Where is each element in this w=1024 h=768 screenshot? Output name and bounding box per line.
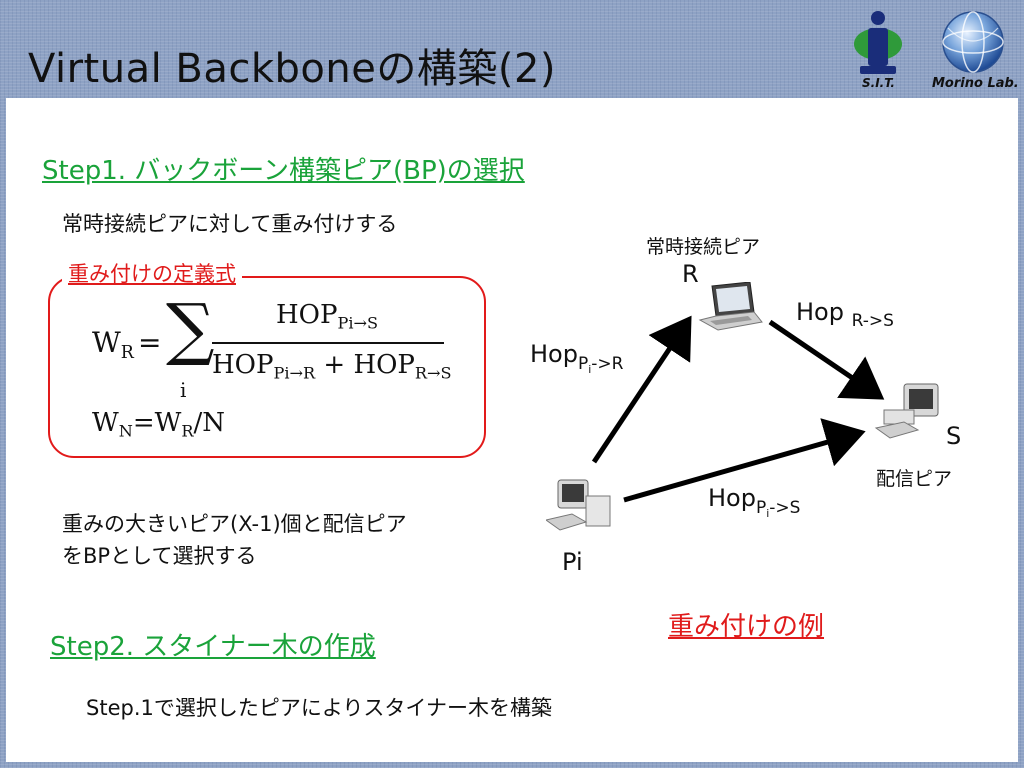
edge-pi-s-label: HopPi->S — [708, 484, 800, 520]
denominator-hop-b: HOP — [353, 350, 415, 380]
numerator-hop: HOP — [276, 300, 338, 330]
sit-logo: S.I.T. — [848, 10, 908, 92]
edge-pi-s-sub-p: P — [755, 498, 767, 518]
wn-eq: =W — [132, 408, 182, 438]
denominator-sub-a: Pi→R — [273, 363, 316, 383]
formula-w: W — [92, 326, 121, 359]
morino-logo-text: Morino Lab. — [932, 76, 1019, 91]
edge-r-s-sub: R->S — [851, 311, 894, 331]
edge-pi-r-label: HopPi->R — [530, 340, 624, 376]
weighting-example-label: 重み付けの例 — [668, 612, 825, 642]
edge-pi-s-sub-tail: ->S — [769, 498, 801, 518]
wn-w: W — [92, 408, 119, 438]
arrow-r-to-s — [768, 319, 885, 400]
step1-heading: Step1. バックボーン構築ピア(BP)の選択 — [42, 156, 525, 186]
edge-pi-r-sub-p: P — [577, 354, 589, 374]
definition-label: 重み付けの定義式 — [62, 258, 242, 288]
select-line-1: 重みの大きいピア(X-1)個と配信ピア — [62, 512, 407, 536]
edge-r-s-label: Hop R->S — [796, 298, 894, 331]
step2-description: Step.1で選択したピアによりスタイナー木を構築 — [86, 696, 553, 720]
desktop-computer-pi-icon — [546, 479, 611, 531]
formula-denominator: HOPPi→R + HOPR→S — [212, 350, 452, 383]
wn-r-sub: R — [181, 421, 194, 441]
globe-icon — [942, 11, 1004, 73]
formula-wn: WN=WR/N — [92, 408, 225, 441]
denominator-hop-a: HOP — [212, 350, 274, 380]
step2-heading: Step2. スタイナー木の作成 — [50, 632, 376, 662]
sit-emblem-icon — [854, 11, 902, 74]
node-pi-label: Pi — [562, 548, 583, 576]
morino-lab-logo: Morino Lab. — [926, 8, 1020, 94]
formula-numerator: HOPPi→S — [276, 300, 378, 333]
formula-w-sub: R — [120, 343, 134, 364]
node-r-label: R — [682, 260, 699, 288]
edge-pi-r-sub-i: i — [588, 363, 592, 376]
edge-pi-s-hop: Hop — [708, 484, 756, 512]
node-s-label: S — [946, 422, 962, 450]
formula-box — [48, 276, 486, 458]
edge-r-s-hop: Hop — [796, 298, 844, 326]
summation-symbol: ∑ — [166, 290, 215, 369]
desktop-computer-s-icon — [874, 383, 939, 439]
wn-sub: N — [118, 421, 133, 441]
sit-logo-text: S.I.T. — [862, 76, 895, 90]
denominator-sub-b: R→S — [414, 363, 452, 383]
formula-lhs: WR — [92, 326, 134, 363]
formula-equals: = — [138, 326, 162, 359]
edge-pi-r-sub-tail: ->R — [591, 354, 624, 374]
select-line-2: をBPとして選択する — [62, 544, 257, 568]
fraction-bar — [212, 342, 444, 344]
edge-pi-r-hop: Hop — [530, 340, 578, 368]
step1-description: 常時接続ピアに対して重み付けする — [62, 212, 398, 236]
numerator-sub: Pi→S — [337, 313, 379, 333]
wn-tail: /N — [193, 408, 226, 438]
slide-title: Virtual Backboneの構築(2) — [28, 46, 557, 92]
laptop-icon — [698, 282, 763, 331]
node-r-caption: 常時接続ピア — [646, 236, 761, 258]
edge-pi-s-sub-i: i — [766, 507, 770, 520]
arrow-pi-to-r — [591, 315, 692, 464]
node-s-caption: 配信ピア — [876, 468, 953, 490]
arrow-pi-to-s — [623, 418, 866, 503]
denominator-plus: + — [323, 350, 346, 380]
summation-index: i — [180, 378, 187, 402]
